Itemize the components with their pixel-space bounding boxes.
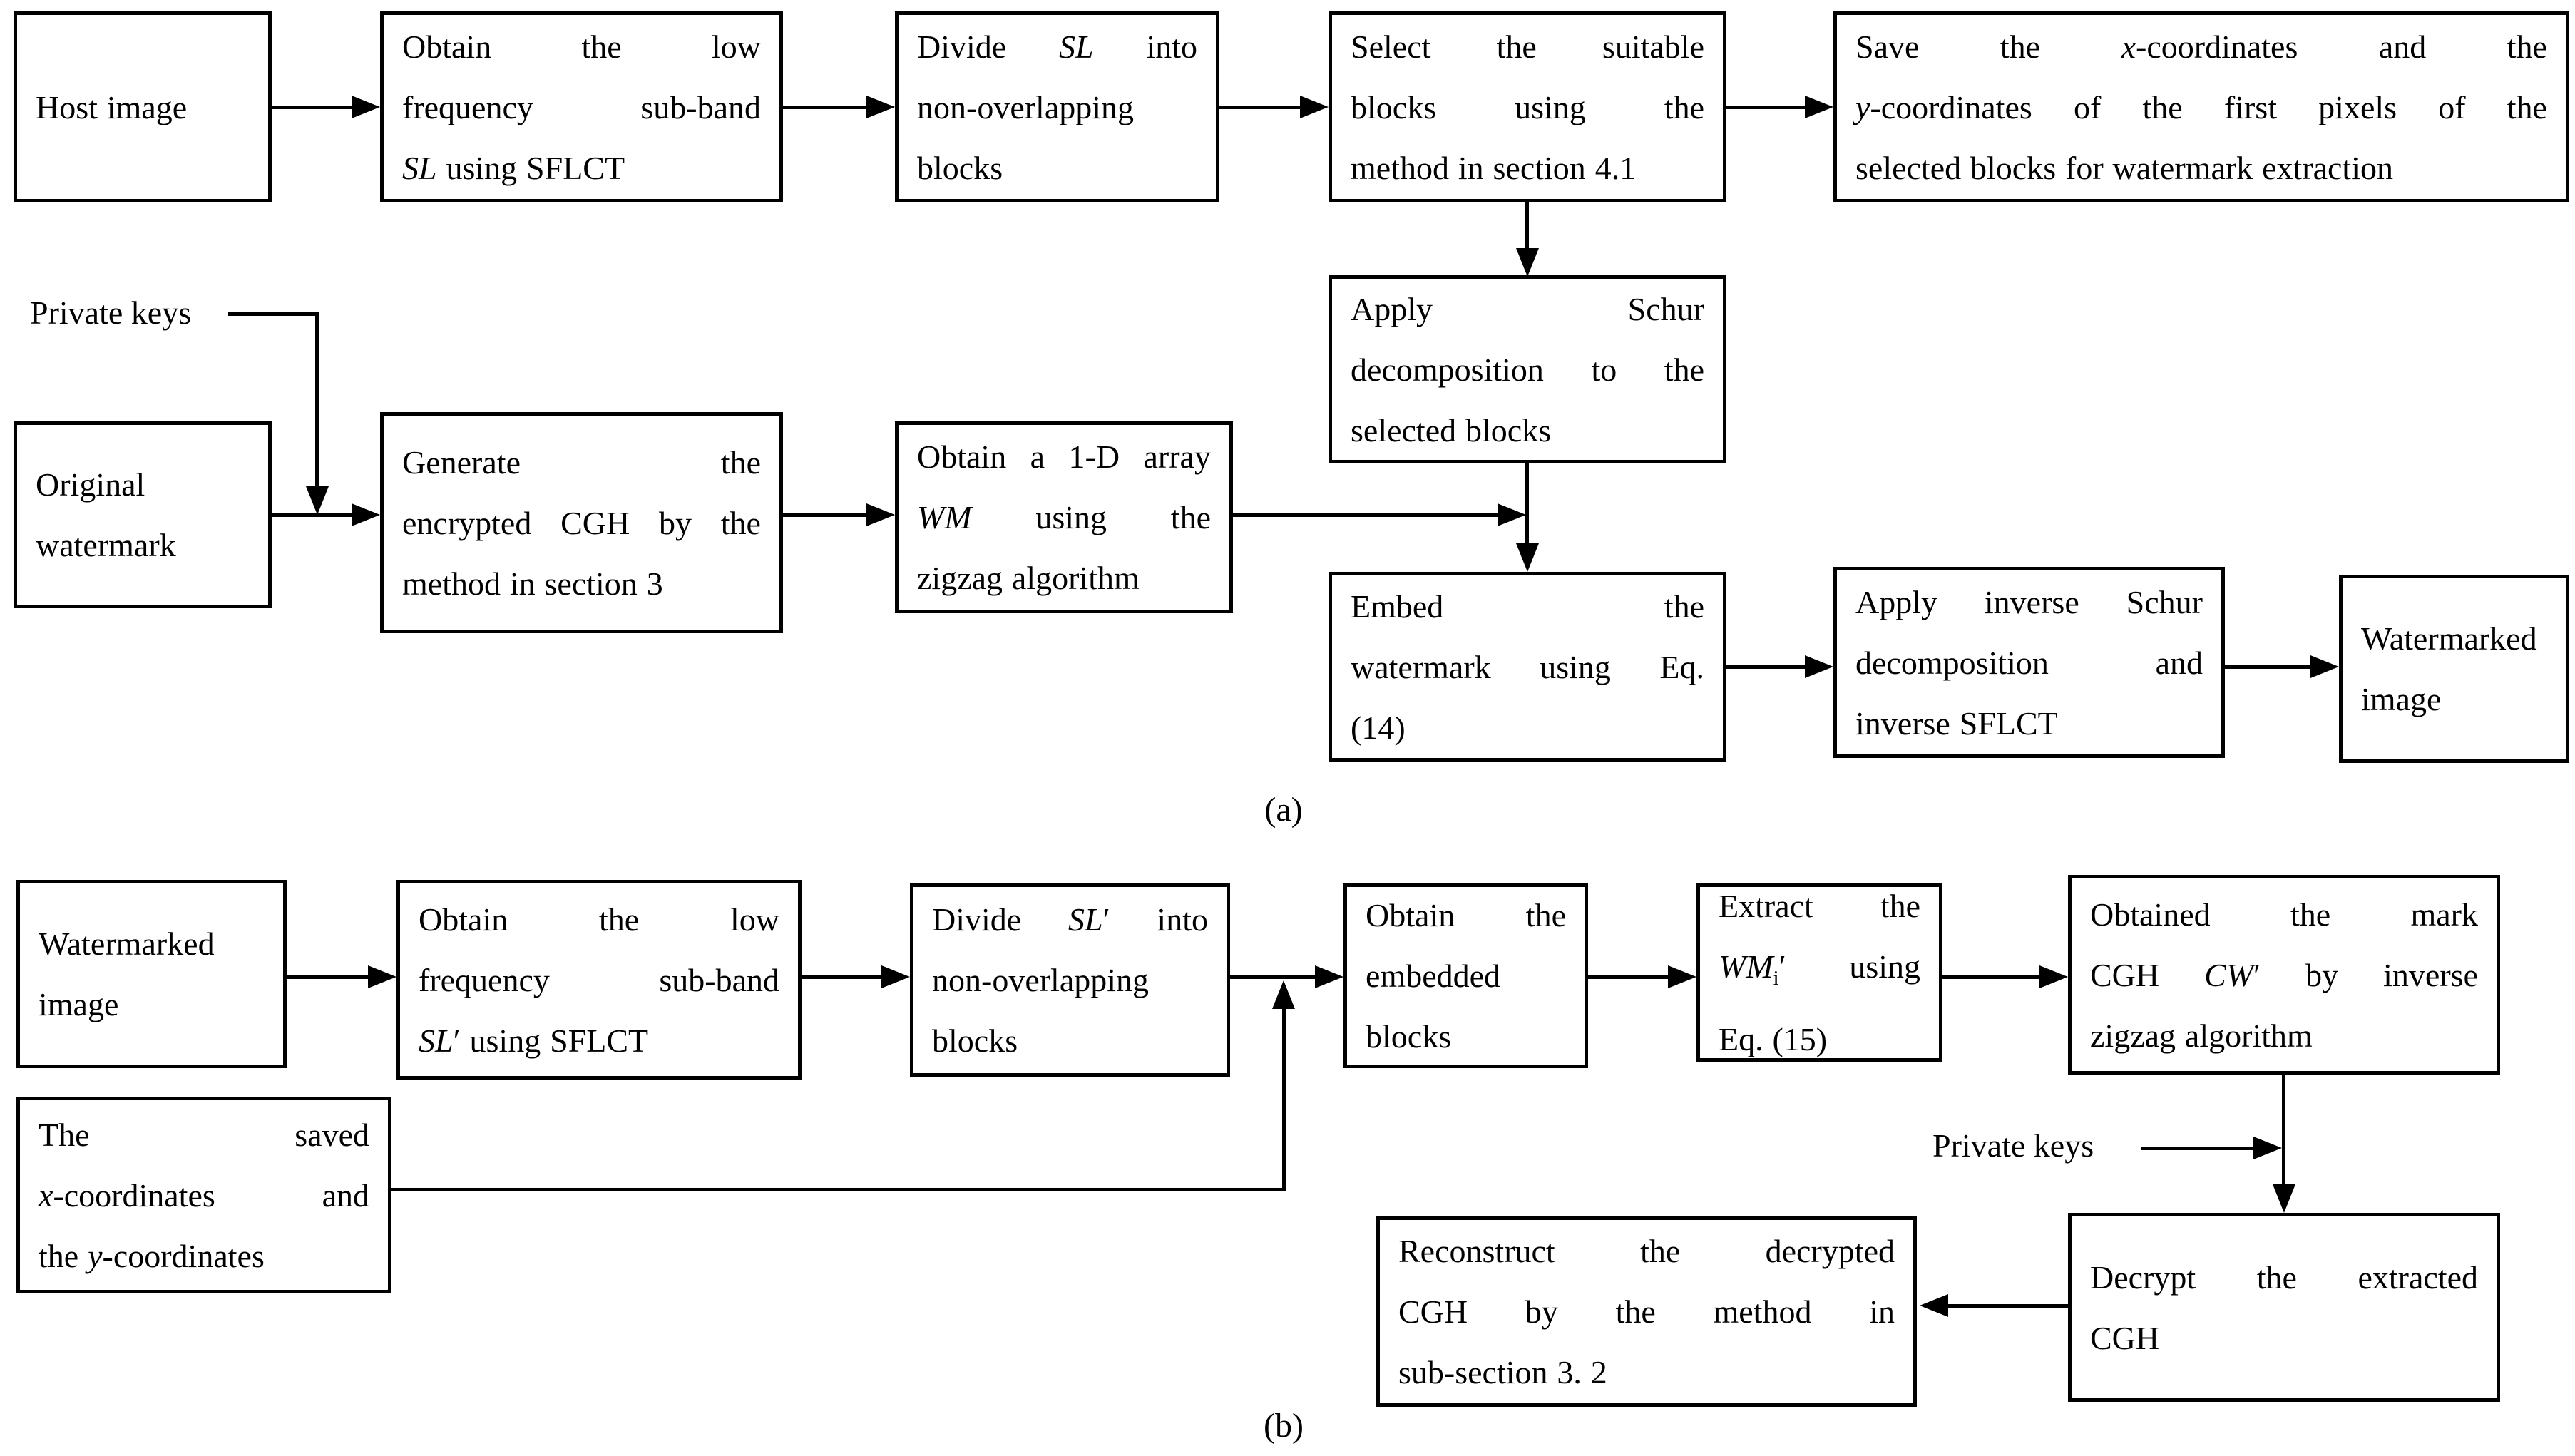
caption-part-a: (a)	[1264, 791, 1303, 829]
arrowhead-private-keys-a	[306, 486, 329, 515]
arrowhead-cgh-to-decrypt	[2273, 1184, 2295, 1213]
arrowhead-saved-to-junction	[1272, 980, 1295, 1009]
connector-divide-to-embedded	[1230, 975, 1316, 979]
connector-wm-to-obtain-b	[287, 975, 369, 979]
arrowhead-select-to-save	[1805, 96, 1833, 118]
arrowhead-extract-to-cgh	[2039, 965, 2068, 988]
connector-saved-horizontal	[391, 1188, 1286, 1191]
connector-decrypt-to-reconstruct	[1947, 1304, 2068, 1308]
connector-embedded-to-extract	[1588, 975, 1669, 979]
connector-extract-to-cgh	[1942, 975, 2041, 979]
arrowhead-private-keys-b	[2253, 1137, 2282, 1159]
arrowhead-obtain-to-divide-a	[866, 96, 895, 118]
arrowhead-select-to-schur	[1516, 248, 1539, 277]
connector-divide-to-select	[1219, 106, 1301, 109]
connector-saved-vertical	[1282, 1009, 1286, 1189]
connector-embed-to-inverse	[1726, 665, 1806, 669]
connector-schur-to-embed	[1525, 463, 1529, 545]
label-private-keys-a: Private keys	[30, 294, 192, 331]
connector-watermark-to-generate	[272, 513, 353, 517]
label-private-keys-b: Private keys	[1932, 1127, 2094, 1164]
connector-select-to-schur	[1525, 202, 1529, 250]
caption-part-b: (b)	[1264, 1407, 1304, 1445]
arrowhead-obtain-to-divide-b	[881, 965, 910, 988]
connector-private-keys-b	[2141, 1147, 2255, 1150]
arrowhead-host-to-obtain	[352, 96, 380, 118]
arrowhead-watermark-to-generate	[352, 503, 380, 526]
connector-private-keys-a-horizontal	[228, 312, 317, 316]
arrowhead-inverse-to-watermarked	[2310, 655, 2339, 678]
connector-host-to-obtain	[272, 106, 353, 109]
arrowhead-divide-to-select	[1300, 96, 1329, 118]
connector-obtain-to-divide-a	[783, 106, 868, 109]
connector-inverse-to-watermarked	[2225, 665, 2312, 669]
arrowhead-1d-to-junction	[1498, 503, 1526, 526]
arrowhead-wm-to-obtain-b	[368, 965, 396, 988]
arrowhead-embedded-to-extract	[1668, 965, 1696, 988]
arrowhead-decrypt-to-reconstruct	[1920, 1294, 1948, 1317]
arrowhead-embed-to-inverse	[1805, 655, 1833, 678]
connector-select-to-save	[1726, 106, 1806, 109]
arrowhead-divide-to-embedded	[1315, 965, 1343, 988]
connector-private-keys-a-vertical	[315, 312, 319, 488]
arrowhead-schur-to-embed	[1516, 543, 1539, 572]
connector-cgh-to-decrypt	[2282, 1075, 2285, 1186]
connector-1d-to-junction	[1233, 513, 1499, 517]
connector-obtain-to-divide-b	[802, 975, 883, 979]
connector-generate-to-1d	[783, 513, 868, 517]
arrowhead-generate-to-1d	[866, 503, 895, 526]
